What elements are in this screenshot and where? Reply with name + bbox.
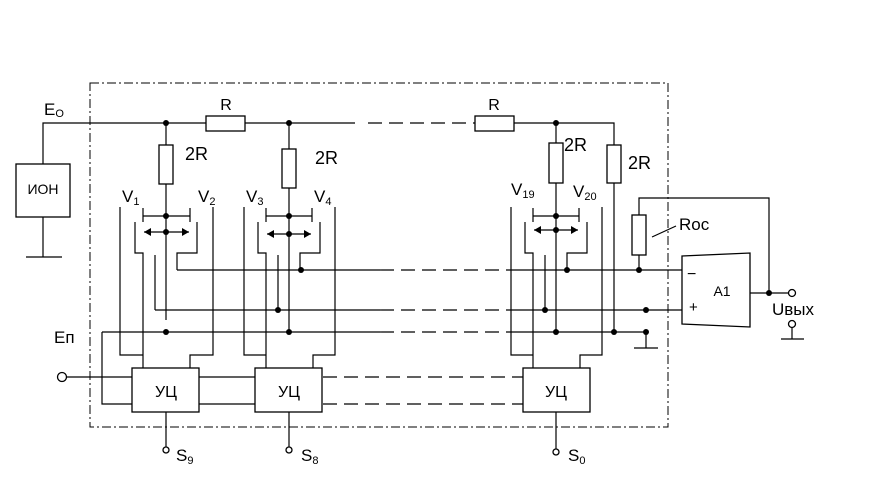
s9-label: S9 bbox=[176, 446, 193, 467]
switch-arrows bbox=[144, 226, 578, 238]
e0-label: EO bbox=[44, 100, 64, 120]
r2-label-1: 2R bbox=[185, 144, 208, 164]
uout-label: Uвых bbox=[772, 300, 815, 319]
s0-label: S0 bbox=[568, 446, 585, 467]
output-terminal bbox=[787, 288, 797, 298]
uc-block-3: УЦ S0 bbox=[522, 367, 591, 467]
ep-label: Еп bbox=[54, 328, 75, 347]
v2-label: V2 bbox=[198, 187, 215, 208]
uc-block-1: УЦ S9 bbox=[131, 367, 200, 467]
module-boundary bbox=[89, 82, 669, 428]
s0-terminal bbox=[552, 448, 560, 456]
opamp-minus: − bbox=[687, 266, 696, 283]
ground-terminal bbox=[787, 319, 797, 329]
opamp-a1: A1 − + Roc Uвых bbox=[631, 197, 815, 340]
uc-label-3: УЦ bbox=[545, 384, 567, 401]
switch-pair-v1-v2: V1 V2 bbox=[119, 187, 215, 370]
v4-label: V4 bbox=[314, 187, 331, 208]
r-label-2: R bbox=[488, 97, 500, 114]
buses bbox=[102, 269, 682, 349]
resistor-2r-1 bbox=[158, 144, 174, 185]
resistor-2r-2 bbox=[281, 148, 297, 189]
v20-label: V20 bbox=[573, 182, 597, 203]
r2-label-2: 2R bbox=[315, 148, 338, 168]
resistor-roc bbox=[631, 214, 647, 256]
ep-terminal bbox=[56, 371, 68, 383]
resistor-r-1 bbox=[205, 115, 246, 132]
uc-label-1: УЦ bbox=[155, 384, 177, 401]
resistor-2r-3 bbox=[548, 142, 564, 184]
opamp-plus: + bbox=[689, 299, 698, 316]
switch-pair-v19-v20: V19 V20 bbox=[510, 180, 603, 370]
s8-terminal bbox=[285, 446, 293, 454]
uc-block-2: УЦ S8 bbox=[254, 367, 323, 467]
v1-label: V1 bbox=[122, 187, 139, 208]
reference-source: ИОН EO bbox=[15, 100, 355, 258]
r-label-1: R bbox=[220, 97, 232, 114]
resistor-2r-4 bbox=[606, 144, 622, 184]
r2-label-3: 2R bbox=[564, 135, 587, 155]
v3-label: V3 bbox=[246, 187, 263, 208]
roc-label: Roc bbox=[679, 215, 710, 234]
uc-label-2: УЦ bbox=[278, 384, 300, 401]
r2-label-4: 2R bbox=[628, 153, 651, 173]
s8-label: S8 bbox=[301, 446, 318, 467]
v19-label: V19 bbox=[511, 180, 535, 201]
opamp-label: A1 bbox=[713, 283, 730, 299]
junction-dots bbox=[163, 120, 772, 335]
s9-terminal bbox=[162, 446, 170, 454]
resistor-r-2 bbox=[474, 115, 515, 132]
resistor-ladder: R R 2R 2R 2R 2R bbox=[158, 97, 651, 332]
ion-label: ИОН bbox=[27, 181, 58, 197]
supply-line: Еп bbox=[54, 328, 523, 405]
